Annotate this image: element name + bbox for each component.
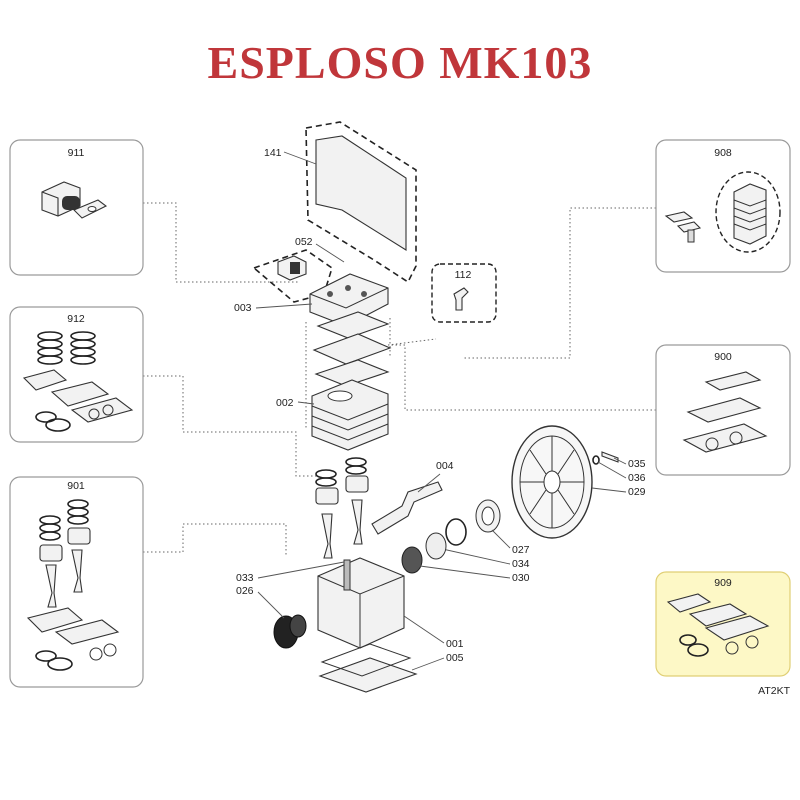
kit-900-label: 900 bbox=[714, 351, 732, 363]
part-005-base[interactable]: 005 bbox=[318, 643, 464, 693]
kit-911-label: 911 bbox=[68, 147, 85, 159]
part-035-label: 035 bbox=[628, 458, 646, 470]
piston-icon bbox=[39, 499, 91, 608]
part-026-cap[interactable]: 026 bbox=[236, 585, 307, 649]
part-029-label: 029 bbox=[628, 486, 646, 498]
valve-plate-icon bbox=[682, 371, 768, 453]
kit-908-label: 908 bbox=[714, 147, 732, 159]
part-052-valve[interactable]: 052 bbox=[252, 236, 345, 303]
part-026-label: 026 bbox=[236, 585, 254, 597]
part-001-crankcase[interactable]: 001 bbox=[317, 557, 464, 650]
part-036-washer[interactable]: 036 bbox=[592, 455, 646, 484]
part-029-flywheel[interactable]: 029 bbox=[511, 425, 646, 539]
part-004-label: 004 bbox=[436, 460, 454, 472]
valve-plate-stack bbox=[305, 311, 437, 430]
gasket-set-icon bbox=[666, 593, 770, 657]
part-002-label: 002 bbox=[276, 397, 294, 409]
kit-908-box[interactable]: 908 bbox=[655, 139, 791, 273]
kit-901-box[interactable]: 901 bbox=[9, 476, 144, 688]
part-004-crankshaft[interactable]: 004 bbox=[371, 460, 454, 535]
part-003-label: 003 bbox=[234, 302, 252, 314]
part-052-label: 052 bbox=[295, 236, 313, 248]
part-034-oring[interactable]: 034 bbox=[437, 518, 530, 570]
page-title: ESPLOSO MK103 bbox=[207, 37, 593, 88]
part-027-cover[interactable]: 027 bbox=[475, 499, 530, 556]
kit-912-box[interactable]: 912 bbox=[9, 306, 144, 443]
part-033-plug[interactable]: 033 bbox=[236, 561, 345, 584]
kit-911-box[interactable]: 911 bbox=[9, 139, 144, 276]
kit-909-box[interactable]: 909 bbox=[655, 571, 791, 677]
part-033-label: 033 bbox=[236, 572, 254, 584]
piston-assembly bbox=[315, 457, 369, 559]
part-005-label: 005 bbox=[446, 652, 464, 664]
part-030-bearing[interactable]: 030 bbox=[401, 532, 530, 584]
kit-112-box[interactable]: 112 bbox=[431, 263, 497, 323]
part-002-cylinder[interactable]: 002 bbox=[276, 379, 389, 451]
part-001-label: 001 bbox=[446, 638, 464, 650]
air-filter-icon bbox=[733, 183, 767, 245]
valve-part-icon bbox=[41, 181, 108, 219]
kit-909-label: 909 bbox=[714, 577, 732, 589]
part-027-label: 027 bbox=[512, 544, 530, 556]
part-035-bolt[interactable]: 035 bbox=[601, 451, 646, 470]
piston-rings-icon bbox=[37, 331, 96, 365]
footer-code: AT2KT bbox=[758, 685, 790, 697]
part-141-label: 141 bbox=[264, 147, 282, 159]
kit-connectors bbox=[143, 202, 656, 555]
kit-900-box[interactable]: 900 bbox=[655, 344, 791, 476]
part-141-cover[interactable]: 141 bbox=[264, 121, 417, 284]
part-003-head[interactable]: 003 bbox=[234, 273, 389, 327]
kit-912-label: 912 bbox=[67, 313, 85, 325]
kit-901-label: 901 bbox=[67, 480, 85, 492]
part-030-label: 030 bbox=[512, 572, 530, 584]
kit-112-label: 112 bbox=[455, 269, 472, 281]
part-034-label: 034 bbox=[512, 558, 530, 570]
elbow-fitting-icon bbox=[453, 287, 469, 311]
gasket-set-icon bbox=[26, 607, 120, 671]
valve-plate-icon bbox=[664, 211, 702, 243]
part-036-label: 036 bbox=[628, 472, 646, 484]
gasket-set-icon bbox=[22, 369, 134, 432]
